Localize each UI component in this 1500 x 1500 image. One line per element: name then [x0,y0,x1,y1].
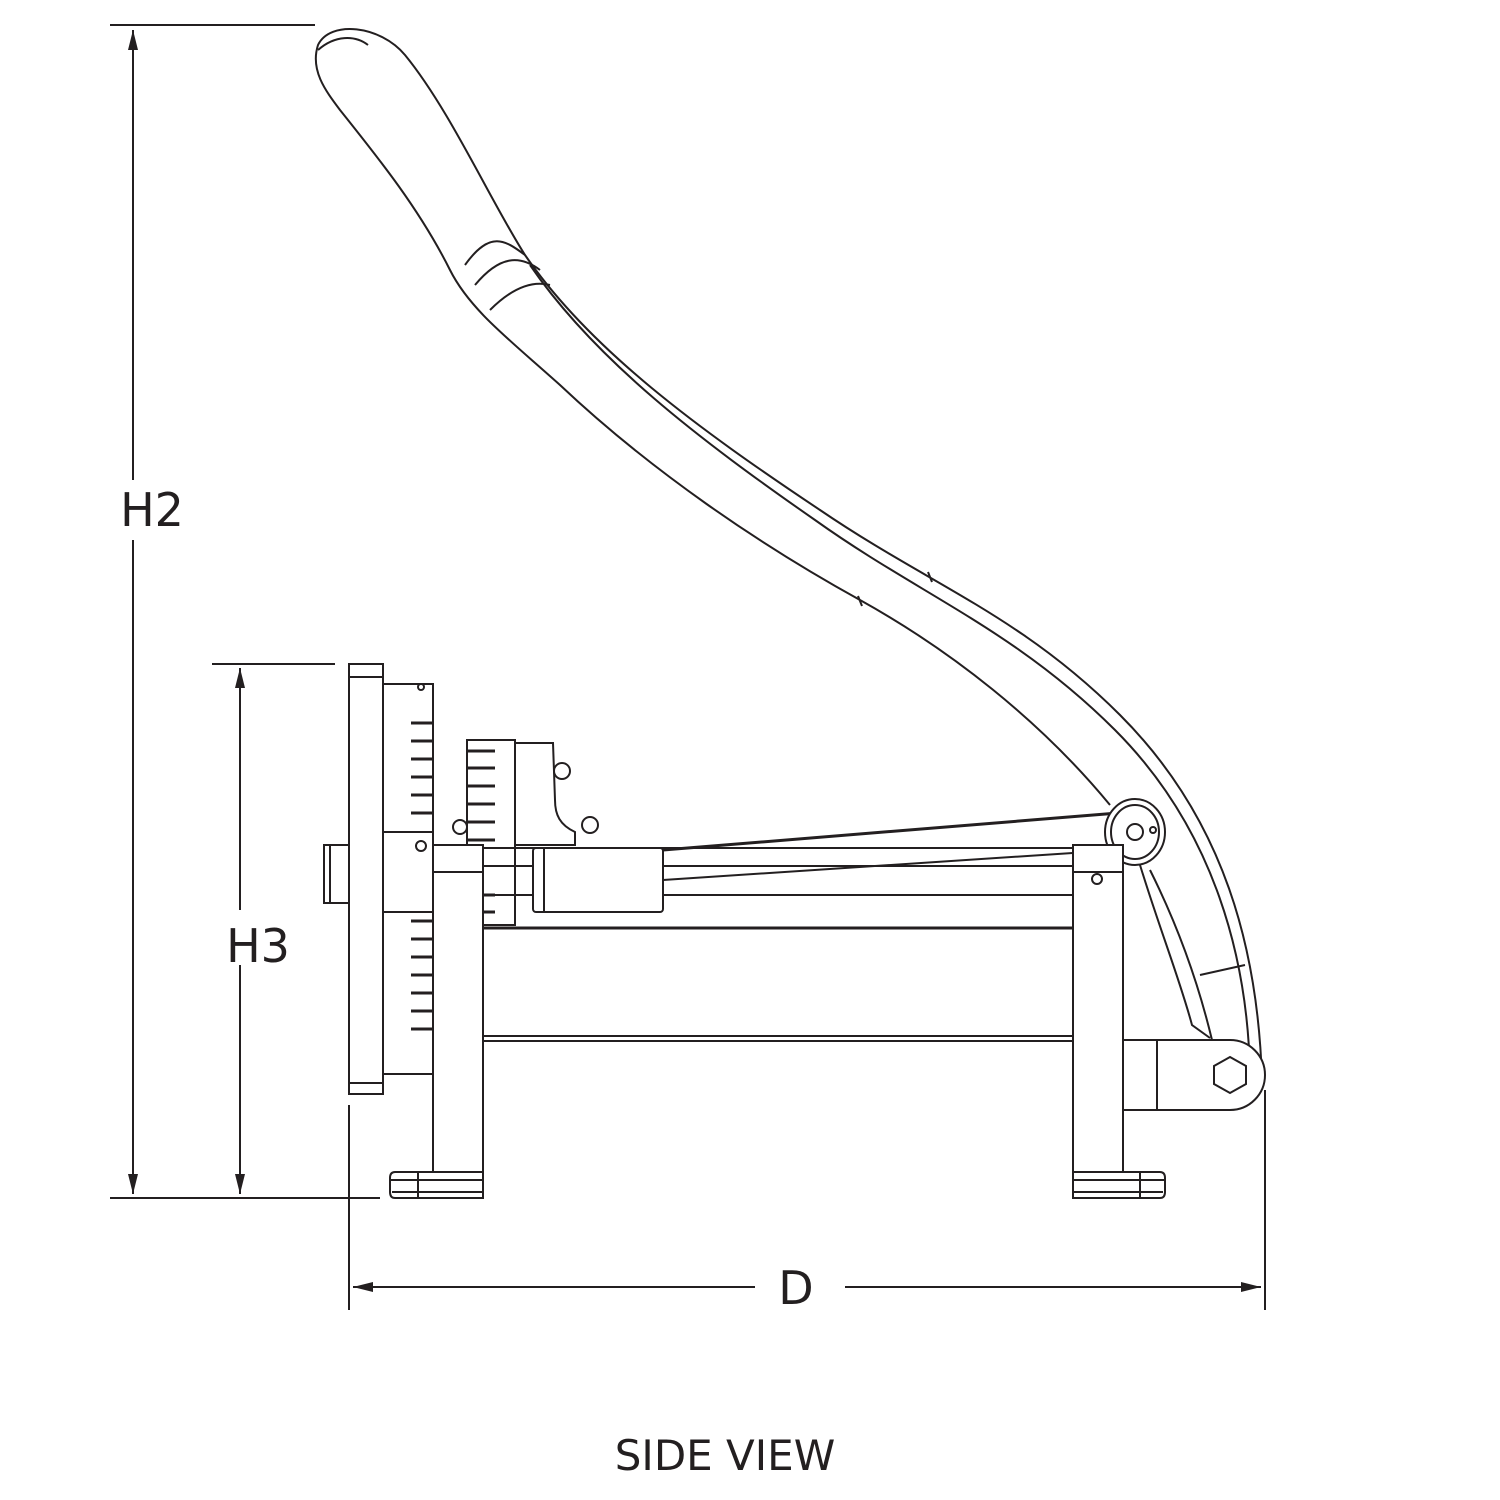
left-leg [389,844,484,1199]
front-plate [348,663,434,1095]
view-caption: SIDE VIEW [615,1431,835,1480]
screw-icon [553,762,571,780]
dimension-h2: H2 [110,24,380,1199]
rear-bolt-housing [1122,1039,1266,1111]
h3-label: H3 [226,919,290,973]
dimension-d: D [348,1090,1266,1315]
h2-label: H2 [120,483,184,537]
front-nut [323,844,350,904]
pusher-block [532,847,664,913]
dimension-h3: H3 [212,663,335,1194]
right-leg [1072,844,1166,1199]
hex-bolt-icon [1213,1055,1247,1095]
screw-icon [452,819,468,835]
blade-teeth [411,721,433,1031]
lever-handle [314,28,1263,1081]
screw-icon [581,816,599,834]
link-bar [662,811,1119,881]
d-label: D [778,1261,813,1315]
